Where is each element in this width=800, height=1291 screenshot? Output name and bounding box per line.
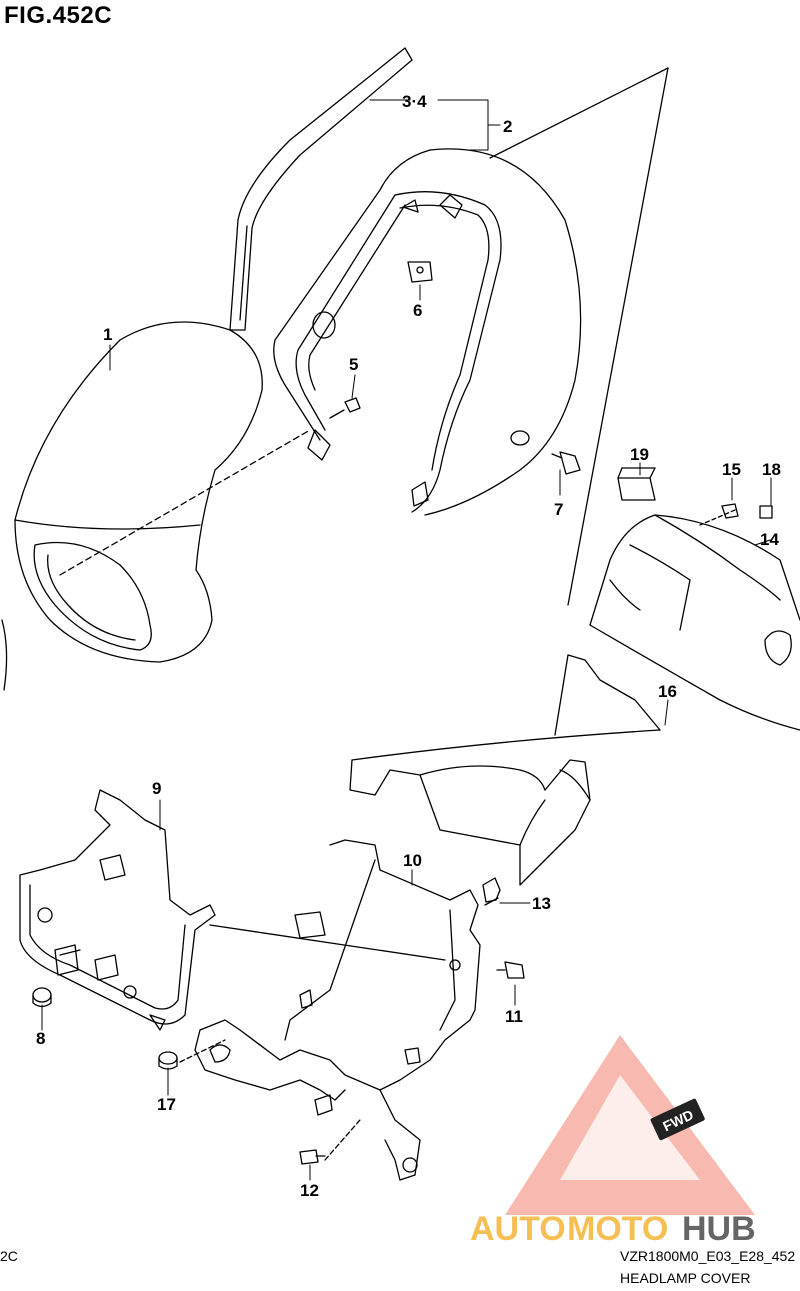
outer-cowl-cover [424, 67, 669, 606]
part-label-10: 10 [403, 851, 422, 870]
part-number-labels: 1 2 3·4 5 6 7 8 9 10 11 12 13 14 15 16 1… [36, 92, 781, 1200]
part-label-13: 13 [532, 894, 551, 913]
clip-nut [407, 261, 433, 283]
left-mounting-bracket [19, 789, 216, 1031]
watermark-hub: HUB [682, 1210, 756, 1248]
part-label-17: 17 [157, 1095, 176, 1114]
part-label-12: 12 [300, 1181, 319, 1200]
part-label-19: 19 [630, 445, 649, 464]
part-label-3-4: 3·4 [402, 92, 427, 111]
bolt-7 [551, 451, 581, 475]
bushing-13 [482, 877, 501, 906]
part-label-1: 1 [103, 325, 112, 344]
part-label-7: 7 [554, 500, 563, 519]
part-label-5: 5 [349, 355, 358, 374]
part-label-8: 8 [36, 1029, 45, 1048]
trim-strip [229, 47, 413, 331]
bolt-12 [299, 1149, 326, 1165]
watermark-auto: AUTO [470, 1210, 566, 1248]
grommet-17 [158, 1051, 178, 1070]
part-label-11: 11 [505, 1007, 523, 1026]
edge-fragment [1, 619, 8, 691]
headlamp-inner-cover [273, 149, 530, 513]
part-label-15: 15 [722, 460, 741, 479]
right-mounting-bracket [194, 839, 481, 1181]
screw-5 [329, 397, 361, 419]
footer-caption: HEADLAMP COVER [620, 1270, 751, 1286]
leader-line-a [209, 924, 446, 961]
figure-title: FIG.452C [4, 2, 113, 29]
part-label-6: 6 [413, 301, 422, 320]
leader-lines [41, 99, 772, 1181]
cushion-pad [617, 467, 656, 501]
grommet-8 [32, 987, 52, 1008]
fastener-15 [721, 503, 739, 519]
footer-left-code: 2C [0, 1248, 18, 1264]
part-label-2: 2 [503, 117, 512, 136]
fastener-18 [699, 505, 773, 526]
part-label-14: 14 [760, 530, 779, 549]
bolt-11 [496, 961, 525, 979]
headlamp-housing [14, 321, 311, 663]
watermark-moto: MOTO [567, 1210, 668, 1248]
part-label-16: 16 [658, 682, 677, 701]
footer-model-code: VZR1800M0_E03_E28_452 [620, 1248, 796, 1264]
leader-line-b [179, 1039, 226, 1063]
watermark-logo: FWD AUTO MOTO HUB [470, 1035, 756, 1248]
part-label-9: 9 [152, 779, 161, 798]
part-label-18: 18 [762, 460, 781, 479]
lower-inner-panel [349, 654, 661, 886]
